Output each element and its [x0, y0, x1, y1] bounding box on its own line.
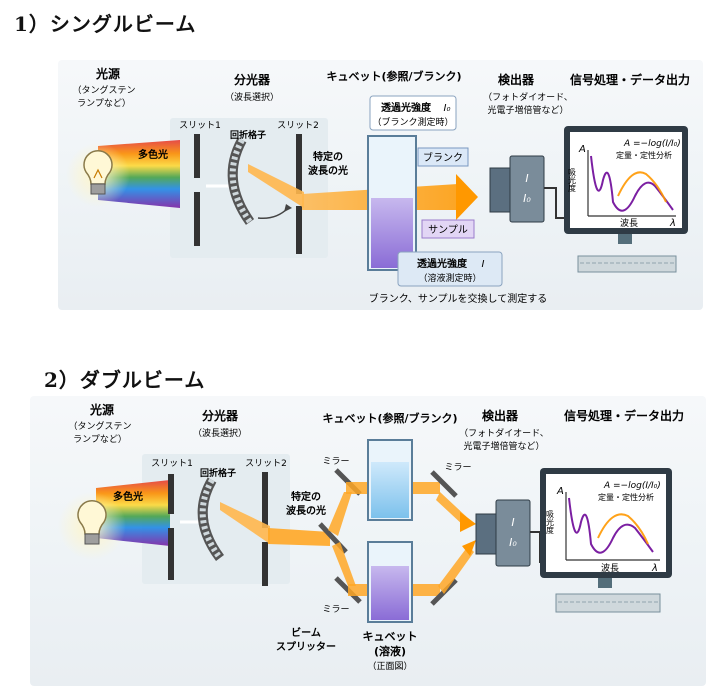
- detector-cable: [544, 187, 564, 219]
- detector-sub2-2: 光電子増倍管など）: [463, 440, 544, 452]
- trans-sample-label: 透過光強度: [417, 257, 468, 270]
- light-source-label: 光源: [95, 66, 120, 81]
- slit1-2-lower: [168, 528, 174, 580]
- specific-beam-2: [268, 528, 330, 546]
- plot-lambda-2: λ: [651, 563, 658, 574]
- mirror-label-top-left: ミラー: [322, 456, 349, 467]
- plot-ylabel-2: 吸光度: [546, 510, 555, 535]
- analysis-label: 定量・定性分析: [616, 150, 672, 160]
- mirror-top-right: [430, 470, 458, 498]
- sample-tag: [421, 219, 475, 239]
- slit2-upper: [296, 134, 302, 194]
- light-source-label-2: 光源: [89, 402, 114, 417]
- cuvette-label: キュベット(参照/ブランク): [326, 69, 461, 83]
- trans-sample-box: [397, 251, 503, 287]
- analysis-label-2: 定量・定性分析: [598, 492, 654, 502]
- slit2-label: スリット2: [277, 121, 319, 131]
- single-beam-diagram: ブランク サンプル 透過光強度 I₀ （ブランク測定時） 透過光強度 I （溶液…: [58, 60, 703, 310]
- slit1-lower: [194, 192, 200, 246]
- plot-xlabel: 波長: [620, 217, 638, 229]
- slit1-2-upper: [168, 474, 174, 514]
- plot-axis-A: A: [578, 144, 586, 155]
- detector-lens: [489, 167, 513, 213]
- detector-body-2: [495, 499, 531, 567]
- slit2-label-2: スリット2: [245, 459, 287, 469]
- double-beam-svg: I I₀ A 吸光度 A =−log(I/I₀) 定量・定性分析 波長 λ 光源…: [58, 402, 684, 672]
- plot-lambda: λ: [669, 218, 676, 229]
- single-beam-svg: ブランク サンプル 透過光強度 I₀ （ブランク測定時） 透過光強度 I （溶液…: [66, 66, 690, 305]
- trans-sample-symbol: I: [482, 259, 485, 270]
- polychromatic-label: 多色光: [138, 148, 168, 161]
- dispersed-beam: [248, 164, 304, 208]
- blank-tag: [417, 147, 469, 167]
- light-source-sub2: ランプなど）: [77, 98, 131, 109]
- monochromator-label: 分光器: [234, 72, 271, 87]
- slit1-upper: [194, 134, 200, 178]
- slit1-label: スリット1: [179, 121, 221, 131]
- monochromator-label-2: 分光器: [202, 408, 239, 423]
- absorbance-curve: [590, 155, 674, 212]
- sample-cuvette-label-2: (溶液): [374, 644, 406, 658]
- sample-cuvette-label-1: キュベット: [363, 630, 418, 643]
- keyboard-icon-2: [555, 593, 661, 613]
- light-bulb-icon-2: [77, 500, 107, 535]
- detector-I-2: I: [511, 516, 514, 529]
- detector-I0-2: I₀: [509, 536, 517, 549]
- double-beam-diagram: I I₀ A 吸光度 A =−log(I/I₀) 定量・定性分析 波長 λ 光源…: [30, 396, 706, 686]
- absorbance-curve-2: [568, 497, 654, 554]
- section-title-double: 2）ダブルビーム: [44, 368, 206, 392]
- light-source-sub1-2: （タングステン: [68, 420, 131, 432]
- specific-label-1: 特定の: [313, 150, 343, 163]
- light-bulb-icon: [83, 150, 113, 185]
- splitter-label-1: ビーム: [291, 626, 321, 639]
- formula: A =−log(I/I₀): [623, 139, 681, 149]
- detector-body: [509, 155, 545, 223]
- trans-sample-sub: （溶液測定時）: [418, 272, 481, 284]
- detector-sub2: 光電子増倍管など）: [487, 104, 568, 116]
- exchange-note: ブランク、サンプルを交換して測定する: [369, 292, 548, 305]
- splitter-label-2: スプリッター: [276, 640, 336, 653]
- grating-label: 回折格子: [230, 129, 266, 141]
- detector-I0: I₀: [523, 192, 531, 205]
- light-source-sub2-2: ランプなど）: [73, 434, 127, 445]
- mirror-label-bottom: ミラー: [322, 604, 349, 615]
- specific-label-2: 波長の光: [308, 164, 348, 177]
- trans-blank-box: [369, 95, 457, 131]
- specific-label-1-2: 特定の: [291, 490, 321, 503]
- detector-sub1: （フォトダイオード、: [483, 91, 573, 103]
- polychromatic-label-2: 多色光: [113, 490, 143, 503]
- signal-label-2: 信号処理・データ出力: [564, 408, 684, 423]
- monitor-screen: [570, 132, 682, 228]
- sample-cuvette-label-3: （正面図）: [367, 661, 412, 672]
- trans-blank-sub: （ブランク測定時）: [372, 116, 453, 128]
- detector-label-2: 検出器: [482, 408, 519, 423]
- detector-label: 検出器: [498, 72, 535, 87]
- detector-I: I: [525, 172, 528, 185]
- plot-xlabel-2: 波長: [601, 562, 619, 574]
- plot-axis-A-2: A: [556, 486, 564, 497]
- slit1-label-2: スリット1: [151, 459, 193, 469]
- light-source-sub1: （タングステン: [72, 84, 135, 96]
- keyboard-icon: [577, 255, 677, 273]
- detector-lens-2: [475, 513, 499, 555]
- beam-arrowhead: [456, 174, 478, 220]
- blank-label: ブランク: [423, 151, 463, 164]
- signal-label: 信号処理・データ出力: [570, 72, 690, 87]
- trans-blank-symbol: I₀: [444, 103, 451, 114]
- specific-label-2-2: 波長の光: [286, 504, 326, 517]
- trans-blank-label: 透過光強度: [381, 101, 432, 114]
- mirror-label-top-right: ミラー: [444, 462, 471, 473]
- detector-sub1-2: （フォトダイオード、: [459, 427, 549, 439]
- slit2-lower: [296, 206, 302, 254]
- monochromator-box: [170, 118, 328, 258]
- sample-label: サンプル: [428, 224, 468, 236]
- grating-label-2: 回折格子: [200, 467, 236, 479]
- reference-cuvette-label: キュベット(参照/ブランク): [322, 411, 457, 425]
- monochromator-sub-2: （波長選択）: [193, 427, 247, 439]
- formula-2: A =−log(I/I₀): [603, 481, 661, 491]
- monochromator-sub: （波長選択）: [225, 91, 279, 103]
- monochromator-box-2: [142, 454, 290, 584]
- plot-ylabel: 吸光度: [568, 168, 577, 193]
- section-title-single: 1）シングルビーム: [14, 12, 197, 36]
